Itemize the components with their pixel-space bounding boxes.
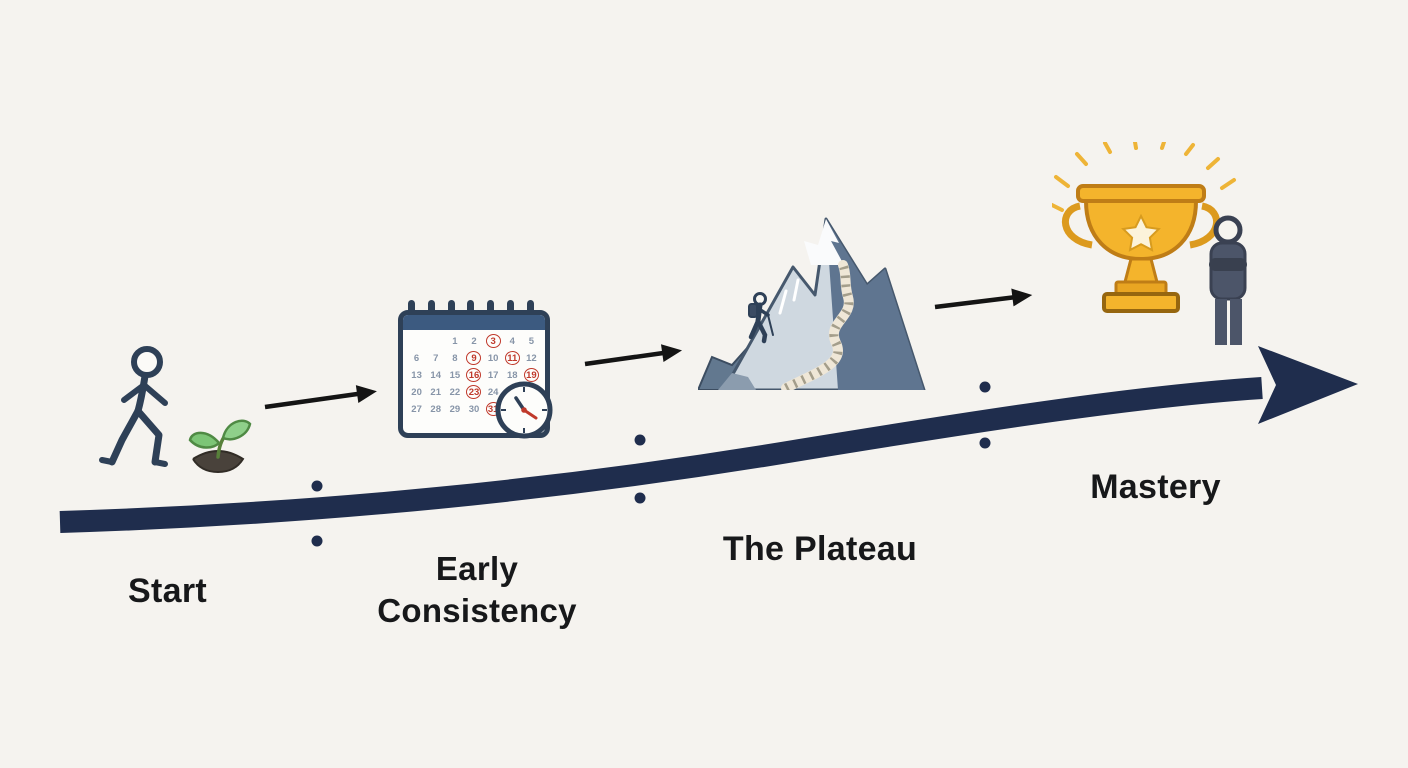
calendar-day: 13 [411, 369, 422, 381]
trophy-rim [1076, 184, 1206, 203]
calendar-day: 10 [487, 352, 499, 364]
sprout-icon [188, 419, 252, 474]
connector-arrow-icon [584, 344, 683, 367]
calendar-ring [507, 300, 515, 319]
calendar-rings [408, 300, 534, 319]
calendar-day: 4 [509, 335, 515, 347]
trophy-base-bottom [1102, 292, 1180, 313]
calendar-day: 3 [484, 333, 503, 349]
calendar-day: 20 [411, 386, 422, 398]
calendar-day: 21 [430, 386, 441, 398]
walking-person-figure [99, 346, 168, 467]
calendar-day-blank [426, 333, 445, 349]
calendar-day: 19 [522, 367, 541, 383]
calendar-day: 9 [464, 350, 483, 366]
calendar-day: 17 [487, 369, 499, 381]
timeline-arrowhead [1258, 346, 1358, 424]
calendar-ring [467, 300, 475, 319]
marker-dot [311, 535, 323, 547]
calendar-ring [447, 300, 455, 319]
calendar-day: 5 [528, 335, 535, 347]
clock-center [521, 407, 527, 413]
stage-label-mastery: Mastery [1090, 468, 1221, 506]
calendar-day: 12 [526, 352, 537, 364]
calendar-day: 29 [449, 403, 461, 415]
marker-dot [634, 434, 646, 446]
clock-icon [495, 381, 553, 439]
calendar-day: 11 [503, 350, 522, 366]
calendar-ring [408, 300, 415, 319]
clock-ticks [501, 387, 547, 433]
mountain-icon [698, 217, 926, 390]
stage-label-early-consistency: Early Consistency [377, 550, 577, 629]
walking-person-icon [99, 346, 252, 474]
trophy-stem [1123, 257, 1159, 284]
calendar-day: 18 [506, 369, 518, 381]
calendar-day: 24 [487, 386, 499, 398]
calendar-day: 7 [433, 352, 439, 364]
trophy-star [1121, 213, 1161, 252]
calendar-ring [427, 300, 435, 319]
connector-arrow-icon [934, 288, 1033, 310]
marker-dot [311, 480, 323, 492]
calendar-day: 8 [452, 352, 458, 364]
trophy-handle-left [1062, 202, 1093, 249]
calendar-day: 6 [413, 352, 420, 364]
calendar-day: 1 [452, 335, 458, 347]
marker-dot [979, 437, 991, 449]
calendar-day: 23 [464, 384, 483, 400]
hiker-icon [748, 292, 774, 344]
calendar-ring [526, 300, 534, 319]
mountain-front-rock [718, 373, 756, 390]
mountain-streaks [778, 278, 800, 315]
calendar-day: 2 [471, 335, 477, 347]
stage-label-plateau: The Plateau [722, 530, 918, 568]
connector-arrow-icon [264, 385, 377, 410]
mountain-shadow-face [826, 219, 924, 390]
calendar-day: 27 [411, 403, 422, 415]
mountain-snowcap [804, 219, 844, 265]
marker-dot [979, 381, 991, 393]
calendar-day: 22 [449, 386, 461, 398]
timeline-marker-dots [311, 381, 991, 547]
timeline-arrow-shaft [59, 377, 1263, 533]
calendar-day: 15 [449, 369, 461, 381]
stage-label-start: Start [128, 572, 207, 610]
calendar-day: 14 [430, 369, 441, 381]
trophy-rays [1052, 142, 1236, 212]
standing-person-icon [1209, 215, 1247, 345]
calendar-header [403, 315, 545, 330]
mountain-trail [781, 260, 854, 390]
calendar-day: 30 [468, 403, 480, 415]
calendar-ring [487, 300, 495, 319]
calendar-day-blank [407, 333, 426, 349]
marker-dot [634, 492, 646, 504]
calendar-day: 16 [464, 367, 483, 383]
trophy-icon [1052, 142, 1247, 345]
calendar-day: 28 [430, 403, 441, 415]
